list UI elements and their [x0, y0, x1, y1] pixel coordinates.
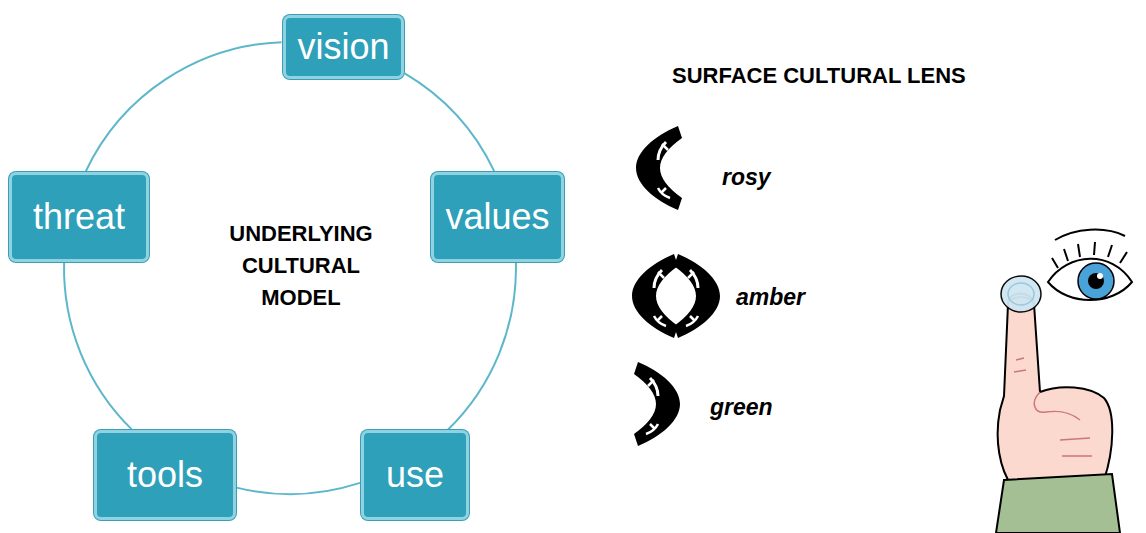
process-box: values — [431, 172, 564, 262]
box-label: vision — [297, 27, 389, 67]
hand-eye-figure — [996, 230, 1132, 533]
box-label: tools — [127, 455, 203, 495]
process-box: vision — [283, 15, 404, 79]
cycle-arc — [64, 263, 131, 429]
lens-name: green — [710, 394, 773, 421]
box-label: use — [386, 455, 444, 495]
process-box: tools — [94, 430, 236, 520]
box-label: values — [445, 197, 549, 237]
cycle-arc — [237, 483, 361, 494]
lens-name: rosy — [722, 164, 771, 191]
cycle-arc — [448, 262, 516, 430]
cycle-arc — [405, 73, 495, 171]
lens-name: amber — [736, 284, 805, 311]
model-title: UNDERLYING CULTURAL MODEL — [226, 218, 376, 314]
box-label: threat — [33, 197, 125, 237]
process-box: use — [361, 430, 469, 520]
lens-heading: SURFACE CULTURAL LENS — [672, 63, 966, 89]
cycle-arc — [86, 42, 282, 171]
process-box: threat — [9, 172, 149, 262]
